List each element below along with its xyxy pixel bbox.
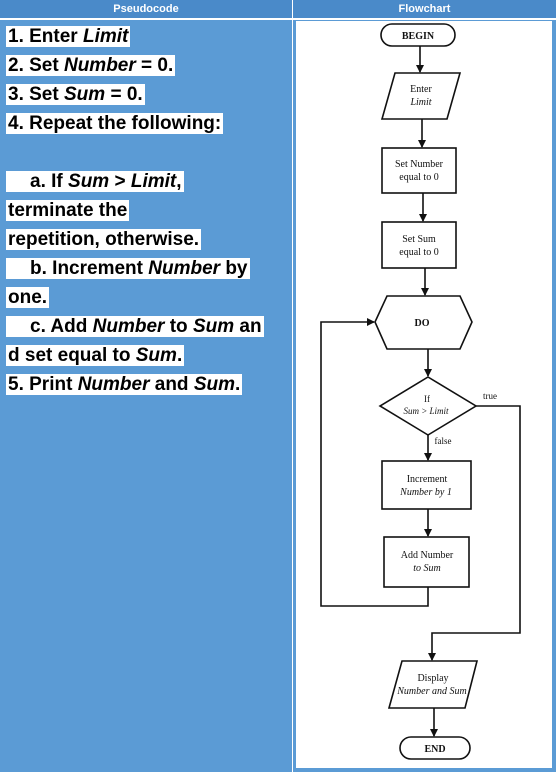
step-4a-line3: repetition, otherwise. bbox=[6, 229, 202, 250]
display-io bbox=[387, 660, 479, 709]
do-loop-hexagon bbox=[374, 295, 473, 350]
step-4b-line1: b. Increment Number by bbox=[6, 254, 288, 283]
loop-back-line bbox=[320, 318, 429, 607]
begin-label: BEGIN bbox=[402, 31, 435, 42]
step-4a-line1: a. If Sum > Limit, bbox=[6, 167, 288, 196]
do-label: DO bbox=[415, 318, 430, 329]
enter-label-1: Enter bbox=[410, 84, 432, 95]
step-5: 5. Print Number and Sum. bbox=[6, 374, 243, 395]
step-4b-line2: one. bbox=[6, 287, 50, 308]
increment-label-2: Number by 1 bbox=[399, 487, 452, 498]
set-sum-label-1: Set Sum bbox=[402, 234, 436, 245]
step-4c-line1: c. Add Number to Sum an bbox=[6, 312, 288, 341]
set-sum-label-2: equal to 0 bbox=[399, 247, 438, 258]
increment-label-1: Increment bbox=[407, 474, 448, 485]
flowchart-header: Flowchart bbox=[293, 0, 556, 18]
flowchart-diagram: BEGIN Enter Limit Set Number equal to 0 … bbox=[320, 23, 521, 760]
add-number-process bbox=[383, 536, 470, 588]
enter-limit-io bbox=[380, 72, 462, 120]
false-label: false bbox=[435, 436, 452, 446]
add-label-1: Add Number bbox=[401, 550, 454, 561]
pseudocode-header: Pseudocode bbox=[0, 0, 292, 18]
decision-label-2: Sum > Limit bbox=[403, 406, 449, 416]
end-label: END bbox=[424, 744, 445, 755]
begin-terminal bbox=[380, 23, 456, 47]
pseudocode-text: 1. Enter Limit 2. Set Number = 0. 3. Set… bbox=[6, 22, 288, 399]
blank-line bbox=[6, 138, 288, 167]
step-4c-line2: d set equal to Sum. bbox=[6, 345, 185, 366]
header-divider bbox=[0, 18, 556, 20]
true-label: true bbox=[483, 391, 497, 401]
true-branch-line bbox=[428, 405, 521, 661]
step-4a-line2: terminate the bbox=[6, 200, 130, 221]
step-4: 4. Repeat the following: bbox=[6, 113, 224, 134]
flowchart-panel: BEGIN Enter Limit Set Number equal to 0 … bbox=[296, 21, 552, 768]
set-sum-process bbox=[381, 221, 457, 269]
step-2: 2. Set Number = 0. bbox=[6, 55, 176, 76]
decision-label-1: If bbox=[424, 394, 430, 404]
step-3: 3. Set Sum = 0. bbox=[6, 84, 145, 105]
set-number-process bbox=[381, 147, 457, 194]
add-label-2: to Sum bbox=[413, 563, 441, 574]
set-number-label-2: equal to 0 bbox=[399, 172, 438, 183]
column-divider bbox=[292, 0, 293, 772]
set-number-label-1: Set Number bbox=[395, 159, 444, 170]
display-label-2: Number and Sum bbox=[396, 686, 466, 697]
display-label-1: Display bbox=[417, 673, 448, 684]
enter-label-2: Limit bbox=[409, 97, 431, 108]
end-terminal bbox=[399, 736, 471, 760]
step-1: 1. Enter Limit bbox=[6, 26, 131, 47]
increment-process bbox=[381, 460, 472, 510]
